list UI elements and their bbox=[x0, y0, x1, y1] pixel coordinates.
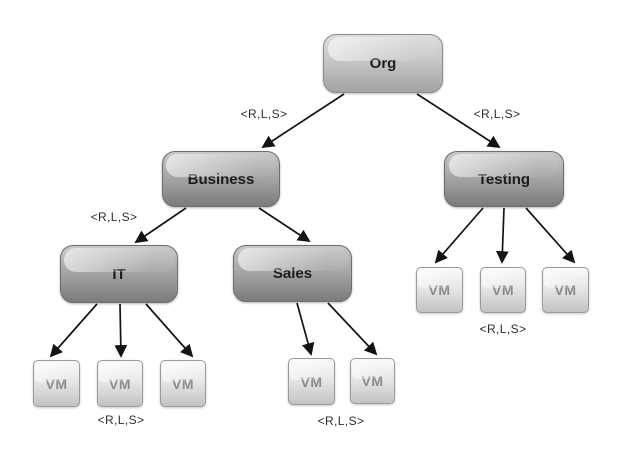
edge-label-testing-vm-group: <R,L,S> bbox=[479, 322, 527, 336]
edge-it-vm-2 bbox=[114, 303, 128, 358]
edge-testing-vm-1 bbox=[434, 207, 484, 264]
edge-label-business-it: <R,L,S> bbox=[90, 210, 138, 224]
node-vm-testing-2: VM bbox=[480, 267, 526, 313]
node-vm-sales-2: VM bbox=[350, 358, 395, 404]
node-sales: Sales bbox=[233, 245, 352, 302]
edge-it-vm-1 bbox=[49, 303, 98, 358]
edge-label-org-business: <R,L,S> bbox=[240, 107, 288, 121]
node-org: Org bbox=[323, 34, 443, 93]
node-testing: Testing bbox=[444, 151, 564, 207]
node-vm-sales-1: VM bbox=[288, 358, 335, 405]
edge-sales-vm-2 bbox=[327, 302, 378, 356]
edge-label-it-vm-group: <R,L,S> bbox=[97, 413, 145, 427]
node-business: Business bbox=[162, 151, 280, 207]
edge-business-sales bbox=[258, 207, 311, 243]
node-vm-it-2: VM bbox=[97, 360, 143, 407]
node-vm-testing-3: VM bbox=[542, 267, 589, 313]
edge-business-it bbox=[134, 207, 187, 244]
node-vm-testing-1: VM bbox=[416, 267, 463, 313]
edge-testing-vm-2 bbox=[496, 207, 509, 264]
node-vm-it-3: VM bbox=[160, 360, 206, 407]
edge-label-sales-vm-group: <R,L,S> bbox=[317, 414, 365, 428]
edge-it-vm-3 bbox=[145, 303, 194, 358]
edge-label-org-testing: <R,L,S> bbox=[473, 107, 521, 121]
node-it: IT bbox=[60, 245, 178, 303]
edge-sales-vm-1 bbox=[296, 302, 315, 356]
edge-testing-vm-3 bbox=[525, 207, 576, 264]
node-vm-it-1: VM bbox=[33, 360, 80, 407]
